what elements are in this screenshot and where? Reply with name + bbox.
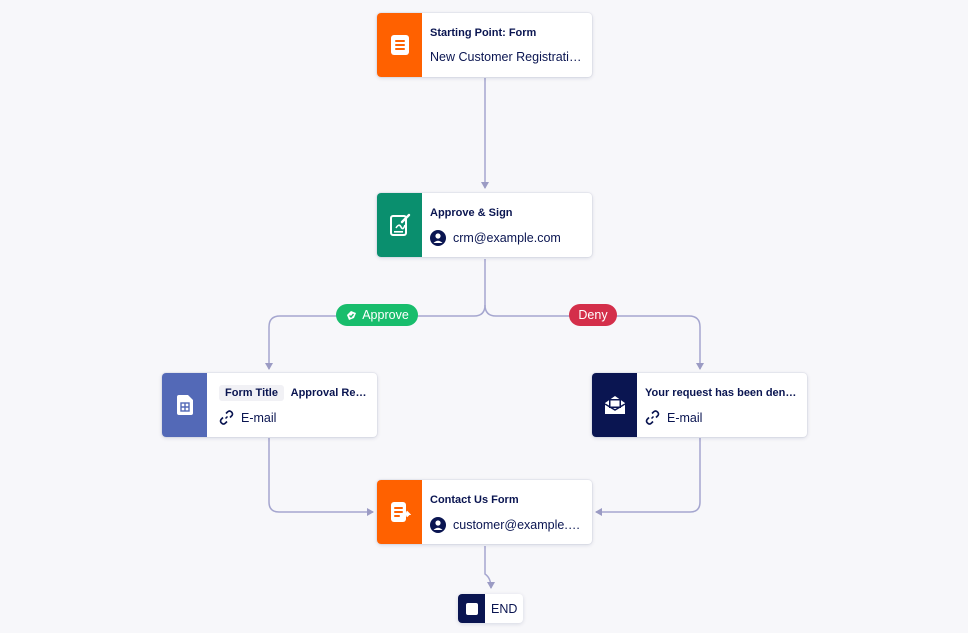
node-subtitle: crm@example.com [453,231,561,245]
user-icon [430,230,446,246]
sign-document-icon [377,193,422,257]
link-icon [645,410,660,425]
connector-approve-to-right [484,304,704,370]
connector-contact-to-end [484,546,495,589]
node-subtitle: E-mail [241,410,277,425]
approve-branch-label: Approve [362,308,409,322]
node-subtitle: New Customer Registratio... [430,50,584,64]
approve-check-icon [345,309,358,322]
node-title: Contact Us Form [430,494,519,506]
node-title: Your request has been denied. [645,387,799,399]
denied-email-node[interactable]: Your request has been denied. E-mail [592,373,807,437]
link-icon [219,410,234,425]
stop-icon [458,594,485,623]
connector-right-to-contact [595,438,701,516]
node-subtitle: customer@example.c... [453,518,584,532]
form-title-chip: Form Title [219,385,284,401]
spreadsheet-icon [162,373,207,437]
mail-icon [592,373,637,437]
start-node[interactable]: Starting Point: Form New Customer Regist… [377,13,592,77]
node-title: Starting Point: Form [430,27,537,39]
form-share-icon [377,480,422,544]
end-node[interactable]: END [458,594,523,623]
connector-left-to-contact [268,438,374,516]
node-title: Approval Rep... [290,387,369,399]
form-icon [377,13,422,77]
node-subtitle: E-mail [667,410,703,425]
approve-sign-node[interactable]: Approve & Sign crm@example.com [377,193,592,257]
approval-report-node[interactable]: Form Title Approval Rep... E-mail [162,373,377,437]
deny-branch-badge[interactable]: Deny [569,304,617,326]
deny-branch-label: Deny [578,308,608,322]
user-icon [430,517,446,533]
contact-form-node[interactable]: Contact Us Form customer@example.c... [377,480,592,544]
node-title: Approve & Sign [430,207,513,219]
approve-branch-badge[interactable]: Approve [336,304,418,326]
end-label: END [491,601,518,616]
